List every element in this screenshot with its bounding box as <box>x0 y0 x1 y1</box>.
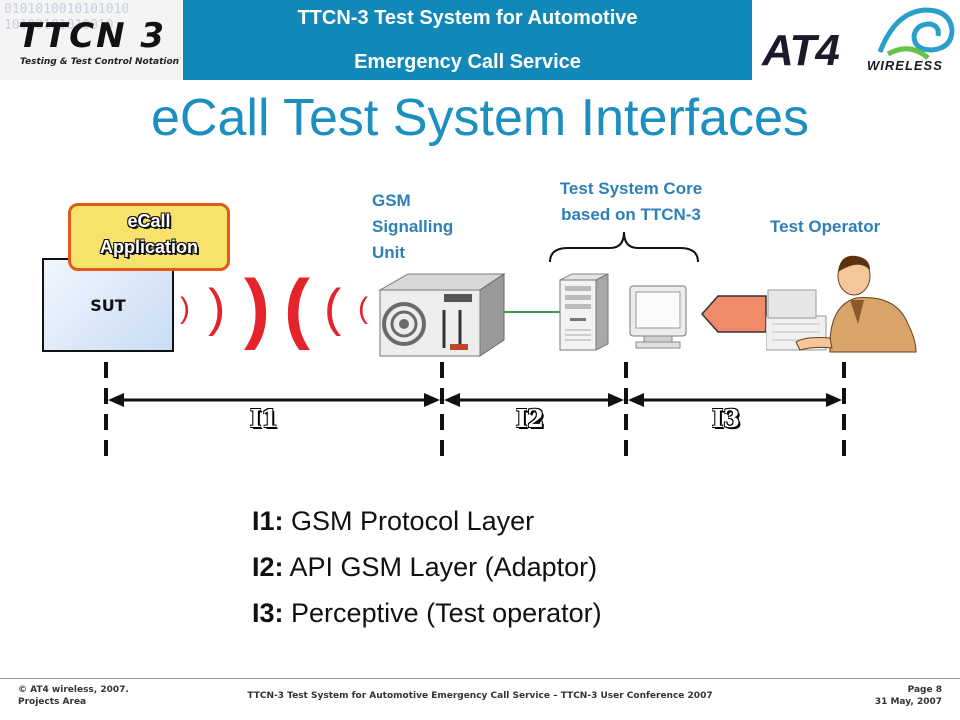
radio-wave-right-large: ( <box>284 263 310 351</box>
radio-wave-left-small: ) <box>180 292 190 325</box>
unit-pc-link <box>504 311 560 313</box>
ttcn3-wordmark: TTCN 3 <box>18 16 167 56</box>
signalling-unit-icon <box>378 273 506 357</box>
test-operator-label: Test Operator <box>770 217 881 236</box>
interface-dividers <box>104 362 846 460</box>
definition-text: Perceptive (Test operator) <box>291 598 602 628</box>
interface-label-i3: I3 <box>712 404 740 433</box>
at4-suffix: WIRELESS <box>867 58 943 73</box>
definition-key: I3: <box>252 598 284 628</box>
footer-copyright: © AT4 wireless, 2007. Projects Area <box>18 685 129 707</box>
footer-rule <box>0 678 960 679</box>
definition-key: I2: <box>252 552 284 582</box>
ttcn3-logo: 0101010010101010 10100101010010 TTCN 3 T… <box>0 0 185 80</box>
header-title-line2: Emergency Call Service <box>354 51 581 73</box>
at4-swirl-icon <box>877 7 955 60</box>
footer-page-info: Page 8 31 May, 2007 <box>874 685 942 707</box>
radio-wave-left-medium: ) <box>208 279 226 337</box>
core-brace <box>549 231 699 263</box>
ttcn3-tagline: Testing & Test Control Notation <box>20 57 180 67</box>
crt-monitor-icon <box>629 285 687 349</box>
sut-label: SUT <box>90 296 126 315</box>
gsm-unit-label: GSM Signalling Unit <box>372 191 454 262</box>
definition-text: GSM Protocol Layer <box>291 506 535 536</box>
operator-person-icon <box>766 255 917 353</box>
sut-box <box>42 258 174 352</box>
pc-tower-icon <box>559 273 609 351</box>
definition-key: I1: <box>252 506 284 536</box>
test-core-label: Test System Core based on TTCN-3 <box>559 179 703 224</box>
definition-text: API GSM Layer (Adaptor) <box>289 552 598 582</box>
at4-wordmark: AT4 <box>762 26 840 75</box>
radio-wave-right-medium: ( <box>324 279 342 337</box>
definition-i3: I3: Perceptive (Test operator) <box>252 598 602 629</box>
ecall-application-box <box>68 203 230 271</box>
radio-wave-right-small: ( <box>358 292 368 325</box>
header-title-line1: TTCN-3 Test System for Automotive <box>297 7 638 29</box>
header-title-bar: TTCN-3 Test System for Automotive Emerge… <box>183 0 752 80</box>
binary-pattern: 0101010010101010 10100101010010 <box>4 2 130 33</box>
definition-i2: I2: API GSM Layer (Adaptor) <box>252 552 597 583</box>
radio-wave-left-large: ) <box>244 263 270 351</box>
interface-label-i1: I1 <box>250 404 278 433</box>
slide-title: eCall Test System Interfaces <box>151 89 809 147</box>
interface-label-i2: I2 <box>516 404 544 433</box>
footer-center-text: TTCN-3 Test System for Automotive Emerge… <box>247 691 713 701</box>
at4-wireless-logo: AT4 WIRELESS <box>752 0 960 80</box>
ecall-application-label: eCall Application <box>100 211 198 257</box>
definition-i1: I1: GSM Protocol Layer <box>252 506 534 537</box>
keyboard-arrow-icon <box>700 295 767 333</box>
